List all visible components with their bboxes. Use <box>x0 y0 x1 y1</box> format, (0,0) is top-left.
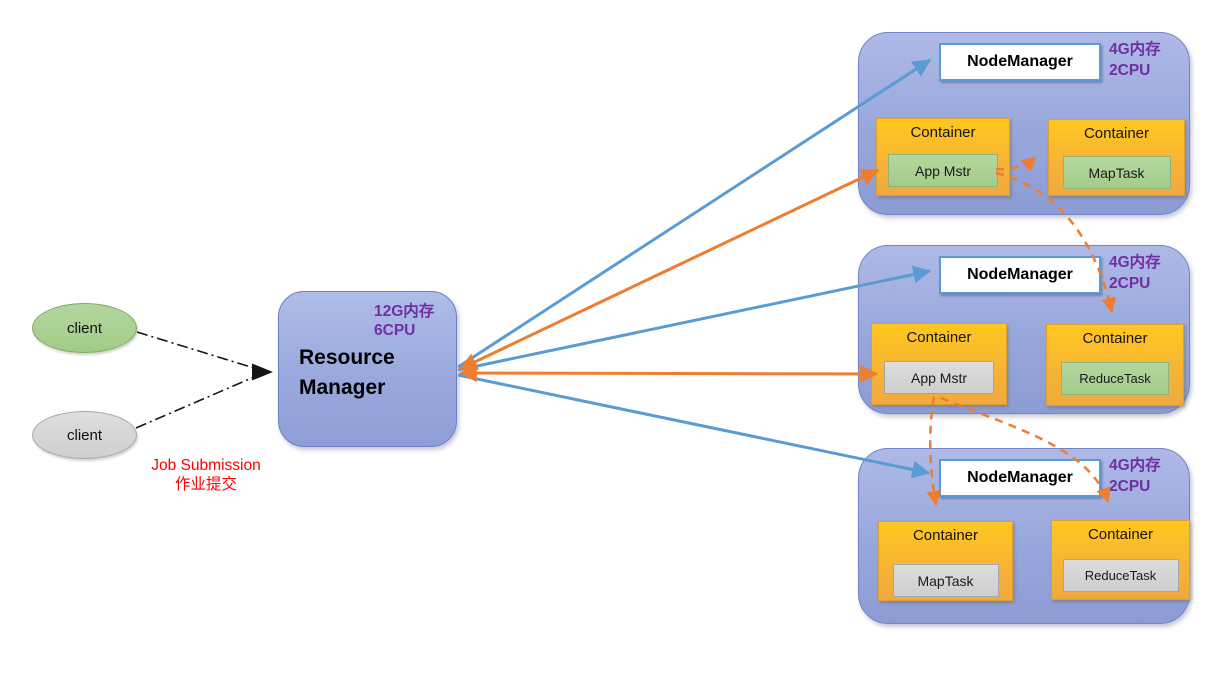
client-node-1: client <box>32 303 137 353</box>
task-app-mstr: App Mstr <box>888 154 998 187</box>
job-submission-annotation: Job Submission 作业提交 <box>138 456 274 494</box>
job-submission-line2: 作业提交 <box>174 476 237 493</box>
job-submission-line1: Job Submission <box>151 457 261 474</box>
task-app-mstr: App Mstr <box>884 361 994 394</box>
resource-manager-box: 12G内存 6CPU Resource Manager <box>278 291 457 447</box>
container-appmstr-1: Container App Mstr <box>876 118 1010 196</box>
client2-to-rm-line <box>135 376 255 429</box>
resource-manager-specs: 12G内存 6CPU <box>374 302 434 340</box>
container-label: Container <box>906 329 972 346</box>
nodemanager-label-2: NodeManager <box>939 256 1101 294</box>
container-maptask-1: Container MapTask <box>1048 119 1185 196</box>
container-appmstr-2: Container App Mstr <box>871 323 1007 405</box>
node-box-2: NodeManager 4G内存 2CPU Container App Mstr… <box>858 245 1190 414</box>
task-reducetask: ReduceTask <box>1061 362 1169 395</box>
nodemanager-label-1: NodeManager <box>939 43 1101 81</box>
node-cpu-spec: 2CPU <box>1109 478 1151 495</box>
node-box-3: NodeManager 4G内存 2CPU Container MapTask … <box>858 448 1190 624</box>
client-node-2: client <box>32 411 137 459</box>
container-label: Container <box>912 527 979 544</box>
container-label: Container <box>1087 526 1154 543</box>
nodemanager-label-3: NodeManager <box>939 459 1101 497</box>
rm-cpu-spec: 6CPU <box>374 322 416 339</box>
task-reducetask: ReduceTask <box>1062 559 1179 592</box>
client-label: client <box>66 319 103 337</box>
node-box-1: NodeManager 4G内存 2CPU Container App Mstr… <box>858 32 1190 215</box>
client-label: client <box>66 426 103 444</box>
container-label: Container <box>1083 125 1150 142</box>
client-to-rm-arrows <box>135 331 273 429</box>
node-memory-spec: 4G内存 <box>1109 41 1161 58</box>
appmstr1-rm-arrow <box>458 168 880 371</box>
node-3-specs: 4G内存 2CPU <box>1109 455 1161 497</box>
container-reducetask-3: Container ReduceTask <box>1051 520 1190 600</box>
node-2-specs: 4G内存 2CPU <box>1109 252 1161 294</box>
node-cpu-spec: 2CPU <box>1109 275 1151 292</box>
task-maptask: MapTask <box>1062 156 1171 189</box>
client-arrowhead <box>252 363 273 381</box>
node-memory-spec: 4G内存 <box>1109 457 1161 474</box>
node-cpu-spec: 2CPU <box>1109 62 1151 79</box>
node-1-specs: 4G内存 2CPU <box>1109 39 1161 81</box>
client1-to-rm-line <box>136 331 255 369</box>
container-maptask-3: Container MapTask <box>878 521 1013 601</box>
resource-manager-title: Resource Manager <box>299 346 395 399</box>
node-memory-spec: 4G内存 <box>1109 254 1161 271</box>
container-reducetask-2: Container ReduceTask <box>1046 324 1184 406</box>
appmstr2-rm-arrow <box>458 364 879 383</box>
rm-memory-spec: 12G内存 <box>374 303 435 320</box>
task-maptask: MapTask <box>892 564 999 597</box>
container-label: Container <box>1082 330 1148 347</box>
container-label: Container <box>910 124 976 141</box>
